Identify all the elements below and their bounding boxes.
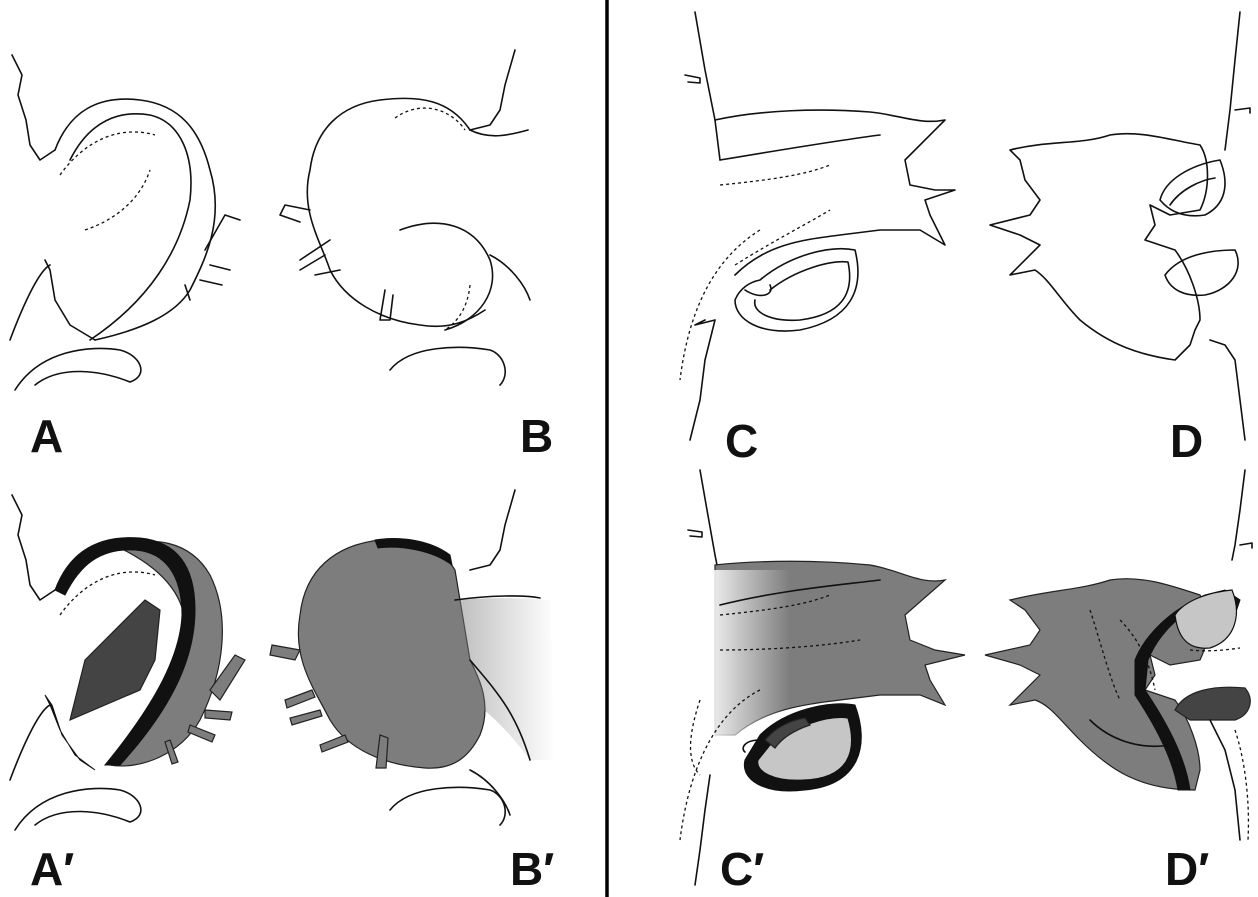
panel-c-prime-drawing <box>680 470 965 885</box>
label-c: C <box>725 415 758 467</box>
panel-c-drawing <box>680 12 955 440</box>
panel-d-drawing <box>990 12 1250 440</box>
label-b: B <box>520 410 553 462</box>
panel-d-prime-drawing <box>985 470 1252 840</box>
label-c-prime: C′ <box>720 843 764 895</box>
label-d-prime: D′ <box>1165 843 1209 895</box>
panel-b-drawing <box>280 50 530 385</box>
label-b-prime: B′ <box>510 843 554 895</box>
panel-a-prime-drawing <box>10 495 245 830</box>
panel-b-prime-drawing <box>270 490 555 825</box>
label-a: A <box>30 410 63 462</box>
label-a-prime: A′ <box>30 843 74 895</box>
label-d: D <box>1170 415 1203 467</box>
panel-a-drawing <box>10 55 240 390</box>
